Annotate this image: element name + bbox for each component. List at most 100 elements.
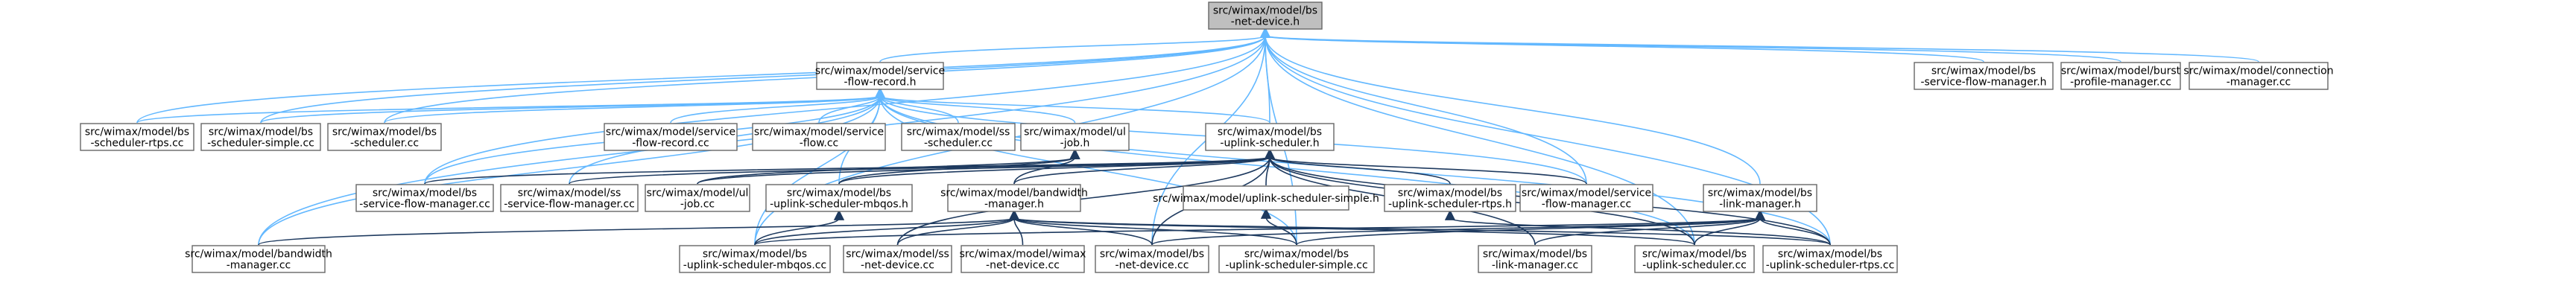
node-label-line: -net-device.h — [1231, 16, 1300, 28]
node-label-line: -uplink-scheduler-rtps.h — [1388, 199, 1512, 211]
node-label-line: -scheduler-rtps.cc — [91, 138, 184, 150]
node-label-line: src/wimax/model/bs — [1100, 249, 1204, 261]
node-box[interactable] — [947, 184, 1081, 212]
node-box[interactable] — [1020, 123, 1130, 151]
edge-ul_mbqos_h-to-ul_mbqos_cc — [754, 209, 845, 246]
node-box[interactable] — [200, 123, 321, 151]
node-sched-rtps-cc[interactable]: src/wimax/model/bs-scheduler-rtps.cc — [80, 123, 194, 151]
node-conn-cc[interactable]: src/wimax/model/connection-manager.cc — [2183, 62, 2334, 90]
node-label-line: src/wimax/model/bs — [1642, 249, 1747, 261]
node-bw-mgr-cc[interactable]: src/wimax/model/bandwidth-manager.cc — [185, 245, 332, 273]
edge-ul_sched_h-to-ul_rtps_h — [1264, 148, 1451, 185]
node-label-line: src/wimax/model/bs — [703, 249, 807, 261]
edge-link_mgr_h-to-ul_mbqos_cc — [754, 209, 1765, 246]
node-bw-mgr-h[interactable]: src/wimax/model/bandwidth-manager.h — [940, 184, 1088, 212]
node-root[interactable]: src/wimax/model/bs-net-device.h — [1208, 1, 1323, 30]
node-ss-sched-cc[interactable]: src/wimax/model/ss-scheduler.cc — [901, 123, 1016, 151]
node-box[interactable] — [2189, 62, 2329, 90]
node-box[interactable] — [1218, 245, 1375, 273]
node-link-mgr-cc[interactable]: src/wimax/model/bs-link-manager.cc — [1478, 245, 1592, 273]
node-label-line: -job.cc — [680, 199, 715, 211]
node-bs-net-cc[interactable]: src/wimax/model/bs-net-device.cc — [1095, 245, 1209, 273]
node-label-line: src/wimax/model/ss — [907, 127, 1010, 138]
node-box[interactable] — [1183, 185, 1349, 211]
node-label-line: src/wimax/model/ss — [518, 188, 621, 200]
node-box[interactable] — [1205, 123, 1335, 151]
node-box[interactable] — [2060, 62, 2181, 90]
node-ul-simple-h[interactable]: src/wimax/model/uplink-scheduler-simple.… — [1153, 185, 1379, 211]
node-ul-job-cc[interactable]: src/wimax/model/ul-job.cc — [645, 184, 750, 212]
edge-root-to-ul_sched_cc — [1259, 27, 1695, 246]
node-sched-simple-cc[interactable]: src/wimax/model/bs-scheduler-simple.cc — [200, 123, 321, 151]
node-sfr-cc[interactable]: src/wimax/model/service-flow-record.cc — [604, 123, 738, 151]
node-box[interactable] — [1914, 62, 2054, 90]
node-box[interactable] — [961, 245, 1085, 273]
node-sf-mgr-cc[interactable]: src/wimax/model/service-flow-manager.cc — [1519, 184, 1653, 212]
node-link-mgr-h[interactable]: src/wimax/model/bs-link-manager.h — [1703, 184, 1817, 212]
edge-ul_job_h-to-ul_mbqos_h — [838, 148, 1080, 185]
node-box[interactable] — [645, 184, 750, 212]
node-wimax-net-cc[interactable]: src/wimax/model/wimax-net-device.cc — [960, 245, 1086, 273]
node-sfm-h[interactable]: src/wimax/model/bs-service-flow-manager.… — [1914, 62, 2054, 90]
node-box[interactable] — [355, 184, 494, 212]
node-label-line: -scheduler-simple.cc — [207, 138, 314, 150]
edge-sfr_h-to-bw_mgr_cc — [258, 87, 886, 246]
edge-bw_mgr_h-to-ul_rtps_cc — [1009, 209, 1831, 246]
node-label-line: src/wimax/model/connection — [2183, 66, 2333, 77]
edge-sfr_h-to-ul_sched_h — [874, 87, 1270, 124]
node-sf-cc[interactable]: src/wimax/model/service-flow.cc — [752, 123, 886, 151]
node-ul-sched-h[interactable]: src/wimax/model/bs-uplink-scheduler.h — [1205, 123, 1335, 151]
node-label-line: -manager.cc — [227, 260, 291, 272]
node-box[interactable] — [1095, 245, 1209, 273]
node-label-line: src/wimax/model/service — [815, 66, 945, 77]
node-label-line: -scheduler.cc — [924, 138, 993, 150]
node-label-line: src/wimax/model/ul — [1024, 127, 1126, 138]
node-label-line: src/wimax/model/bs — [1244, 249, 1349, 261]
node-box[interactable] — [1634, 245, 1755, 273]
node-box[interactable] — [765, 184, 913, 212]
edge-root-to-sf_mgr_cc — [1259, 27, 1587, 185]
edge-root-to-ul_rtps_cc — [1259, 27, 1831, 246]
node-box[interactable] — [752, 123, 886, 151]
edge-ul_sched_h-to-ul_mbqos_h — [838, 148, 1276, 185]
node-ul-simple-cc[interactable]: src/wimax/model/bs-uplink-scheduler-simp… — [1218, 245, 1375, 273]
node-box[interactable] — [843, 245, 952, 273]
node-ul-rtps-cc[interactable]: src/wimax/model/bs-uplink-scheduler-rtps… — [1762, 245, 1898, 273]
node-box[interactable] — [604, 123, 738, 151]
node-sched-cc[interactable]: src/wimax/model/bs-scheduler.cc — [327, 123, 442, 151]
node-ul-rtps-h[interactable]: src/wimax/model/bs-uplink-scheduler-rtps… — [1384, 184, 1516, 212]
edge-root-to-sfr_h — [879, 27, 1271, 63]
node-label-line: src/wimax/model/bs — [1483, 249, 1587, 261]
node-box[interactable] — [1384, 184, 1516, 212]
node-bs-sfm-cc[interactable]: src/wimax/model/bs-service-flow-manager.… — [355, 184, 494, 212]
node-burst-cc[interactable]: src/wimax/model/burst-profile-manager.cc — [2060, 62, 2181, 90]
node-box[interactable] — [327, 123, 442, 151]
node-box[interactable] — [192, 245, 326, 273]
node-box[interactable] — [1478, 245, 1592, 273]
node-box[interactable] — [1703, 184, 1817, 212]
node-box[interactable] — [816, 62, 944, 90]
node-label-line: src/wimax/model/burst — [2061, 66, 2181, 77]
edge-sfr_h-to-ul_job_h — [874, 87, 1076, 124]
node-box[interactable] — [1762, 245, 1898, 273]
node-box[interactable] — [679, 245, 831, 273]
node-ss-sfm-cc[interactable]: src/wimax/model/ss-service-flow-manager.… — [500, 184, 639, 212]
node-box[interactable] — [1208, 1, 1323, 30]
node-label-line: -uplink-scheduler-mbqos.cc — [683, 260, 826, 272]
node-box[interactable] — [80, 123, 194, 151]
node-ul-job-h[interactable]: src/wimax/model/ul-job.h — [1020, 123, 1130, 151]
node-sfr-h[interactable]: src/wimax/model/service-flow-record.h — [815, 62, 945, 90]
node-ul-mbqos-h[interactable]: src/wimax/model/bs-uplink-scheduler-mbqo… — [765, 184, 913, 212]
node-ul-mbqos-cc[interactable]: src/wimax/model/bs-uplink-scheduler-mbqo… — [679, 245, 831, 273]
node-label-line: -link-manager.h — [1719, 199, 1801, 211]
node-label-line: -flow-manager.cc — [1542, 199, 1631, 211]
node-ul-sched-cc[interactable]: src/wimax/model/bs-uplink-scheduler.cc — [1634, 245, 1755, 273]
edge-root-to-sched_rtps_cc — [136, 27, 1271, 124]
node-box[interactable] — [901, 123, 1016, 151]
node-label-line: -uplink-scheduler-rtps.cc — [1766, 260, 1895, 272]
node-box[interactable] — [1519, 184, 1653, 212]
node-ss-net-cc[interactable]: src/wimax/model/ss-net-device.cc — [843, 245, 952, 273]
node-label-line: src/wimax/model/wimax — [960, 249, 1086, 261]
node-box[interactable] — [500, 184, 639, 212]
edge-root-to-conn_cc — [1260, 27, 2259, 63]
